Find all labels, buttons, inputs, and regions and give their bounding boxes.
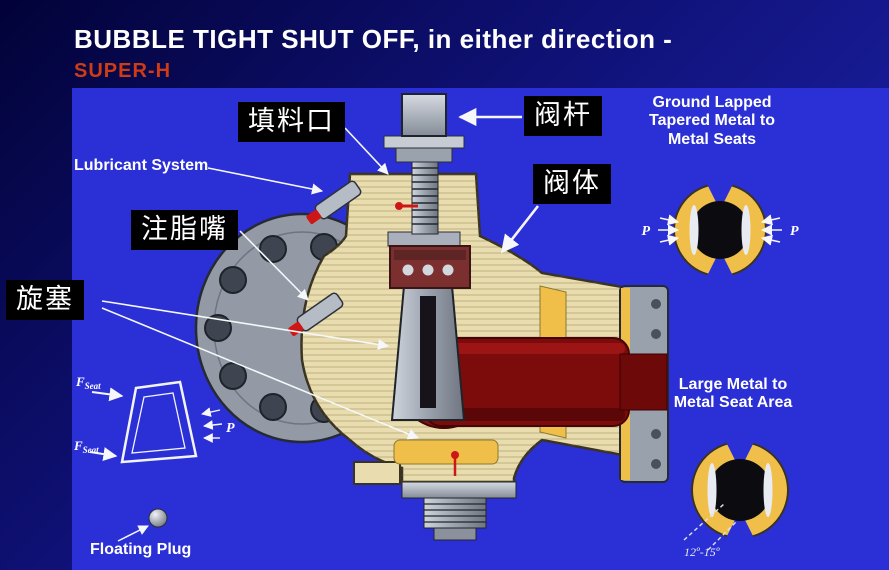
label-valve-body: 阀体	[533, 164, 611, 204]
grease-nipple-arrow	[239, 230, 309, 301]
force-arrows	[89, 387, 223, 462]
plug-arrow	[101, 307, 420, 440]
label-floating-plug: Floating Plug	[90, 541, 192, 558]
valve-body-arrow	[500, 205, 540, 254]
large-seat-diagram: 12º-15º	[683, 440, 789, 559]
label-ground-lapped-seats: Ground Lapped Tapered Metal to Metal Sea…	[649, 94, 775, 148]
floating-plug-arrow	[117, 525, 149, 542]
slide-title: BUBBLE TIGHT SHUT OFF, in either directi…	[74, 24, 673, 54]
force-seat-label: FSeat	[73, 438, 99, 455]
plug-force-diagram: FSeat FSeat P	[73, 374, 235, 528]
plug-arrow	[101, 300, 390, 350]
label-packing-port: 填料口	[238, 102, 345, 142]
label-plug: 旋塞	[6, 280, 84, 320]
bottom-cover	[401, 451, 517, 541]
packing-gland	[387, 231, 471, 289]
valve-body-shape	[300, 172, 630, 485]
floating-plug-ball	[148, 508, 168, 528]
tapered-plug	[390, 285, 466, 421]
grease-fittings	[288, 180, 362, 336]
label-grease-nipple: 注脂嘴	[131, 210, 238, 250]
lubricant-system-arrow	[207, 167, 324, 195]
label-valve-stem: 阀杆	[524, 96, 602, 136]
valve-cutaway-diagram: P P 12º-15º	[73, 93, 799, 559]
pressure-label: P	[641, 224, 650, 239]
slide-subtitle: SUPER-H	[74, 60, 172, 82]
diagram-canvas: P P 12º-15º	[72, 88, 889, 570]
taper-angle-label: 12º-15º	[684, 545, 720, 559]
pressure-label: P	[226, 421, 235, 436]
annotation-arrows	[101, 107, 540, 542]
label-lubricant-system: Lubricant System	[74, 157, 209, 174]
tapered-seats-diagram: P P	[641, 182, 799, 278]
force-seat-label: FSeat	[75, 374, 101, 391]
packing-port-arrow	[344, 127, 389, 175]
label-large-seat-area: Large Metal to Metal Seat Area	[673, 376, 793, 412]
pressure-arrows	[658, 214, 782, 246]
pressure-label: P	[790, 224, 799, 239]
stem-assembly	[383, 93, 465, 235]
